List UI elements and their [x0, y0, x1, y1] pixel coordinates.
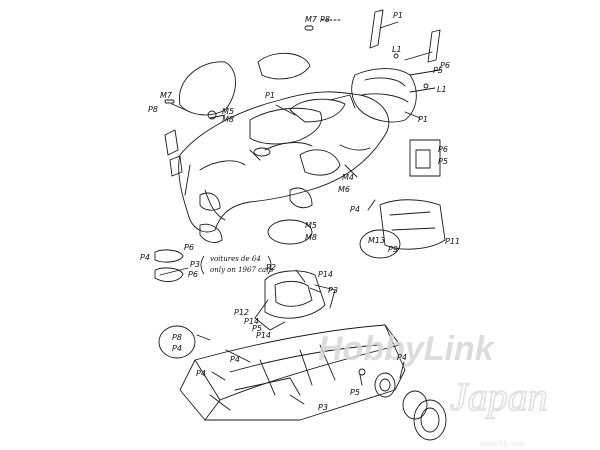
- label-l1-a: L1: [392, 45, 402, 54]
- label-p6-box: P6: [438, 145, 448, 154]
- label-p1-body: P1: [265, 91, 275, 100]
- label-p5-seat: P5: [252, 324, 262, 333]
- chassis: [179, 324, 406, 421]
- parts-box-right: [409, 139, 441, 177]
- mirror-part: [164, 129, 179, 156]
- label-p3-chassis: P3: [318, 403, 328, 412]
- label-m8-b: M8: [305, 233, 317, 242]
- label-p4-left: P4: [140, 253, 150, 262]
- handwritten-note: voitures de 64 only on 1967 cars: [210, 255, 274, 274]
- label-p12: P12: [234, 308, 249, 317]
- label-m8-a: M8: [222, 115, 234, 124]
- label-m7-left: M7: [160, 91, 173, 100]
- label-p5-top-right: P5: [433, 66, 443, 75]
- callout-circle-m5-m8: [267, 219, 313, 245]
- label-p8-left: P8: [148, 105, 158, 114]
- label-l1-b: L1: [437, 85, 447, 94]
- label-p1-right: P1: [418, 115, 428, 124]
- watermark: HobbyLink Japan www.hlj.com: [318, 330, 549, 448]
- label-p11: P11: [445, 237, 460, 246]
- label-p6-left-2: P6: [188, 270, 198, 279]
- interior-tray: [379, 199, 446, 250]
- watermark-sub: Japan: [450, 374, 548, 419]
- note-line2: only on 1967 cars: [210, 266, 274, 274]
- label-p3-seat: P3: [328, 286, 338, 295]
- callout-circle-m13-p9: [359, 229, 401, 259]
- label-p8-circle: P8: [172, 333, 182, 342]
- taillight-p6-b: [154, 267, 184, 282]
- label-p6-left-1: P6: [184, 243, 194, 252]
- callout-circle-p8-p4: [158, 325, 196, 359]
- label-m5-b: M5: [305, 221, 317, 230]
- label-p4-mid: P4: [350, 205, 360, 214]
- headlight-cover: [199, 223, 223, 243]
- label-p14-a: P14: [318, 270, 333, 279]
- spoiler-fin-b: [427, 29, 441, 63]
- label-p4-chassis-2: P4: [196, 369, 206, 378]
- label-p4-chassis: P4: [230, 355, 240, 364]
- label-p4-circle: P4: [172, 344, 182, 353]
- tire: [402, 390, 447, 441]
- light-l1-a: [393, 53, 399, 59]
- taillight-p6-a: [154, 249, 184, 263]
- label-p4-wheel: P4: [397, 353, 407, 362]
- light-l1-b: [423, 83, 429, 89]
- rear-tail-section: [351, 68, 417, 123]
- label-p5-box: P5: [438, 157, 448, 166]
- label-m4: M4: [342, 173, 354, 182]
- wheel-rim: [358, 368, 396, 398]
- label-m7-top: M7: [305, 15, 318, 24]
- watermark-brand: HobbyLink: [318, 330, 496, 368]
- watermark-url: www.hlj.com: [479, 439, 525, 448]
- small-pin-left: [164, 99, 175, 104]
- label-p6-top-right: P6: [440, 61, 450, 70]
- side-vent: [169, 155, 183, 177]
- label-p14-b: P14: [244, 317, 259, 326]
- roof-panel: [257, 52, 311, 80]
- seat-assembly: [254, 270, 336, 331]
- label-m13: M13: [368, 236, 385, 245]
- small-clip: [304, 25, 314, 31]
- label-p9: P9: [388, 245, 398, 254]
- front-grille: [199, 192, 221, 211]
- spoiler-fin-a: [369, 9, 384, 49]
- hood-panel: [178, 61, 236, 116]
- label-p5-wheel: P5: [350, 388, 360, 397]
- label-p8-top: P8: [320, 15, 330, 24]
- label-p14-c: P14: [256, 331, 271, 340]
- label-m5-a: M5: [222, 107, 234, 116]
- front-fender: [299, 149, 341, 176]
- note-line1: voitures de 64: [210, 255, 261, 263]
- label-m6: M6: [338, 185, 350, 194]
- label-p1-top-right: P1: [393, 11, 403, 20]
- rear-fender: [289, 187, 313, 209]
- label-p3-left: P3: [190, 260, 200, 269]
